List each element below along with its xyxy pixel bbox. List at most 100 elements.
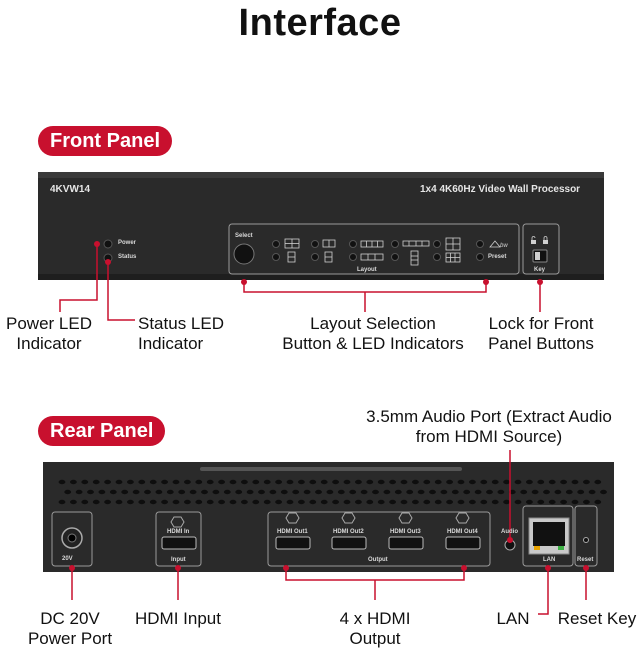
vent-hole: [520, 489, 528, 495]
model-name: 4KVW14: [50, 184, 91, 195]
dc-callout: DC 20V Power Port: [27, 609, 113, 648]
vent-hole: [229, 479, 237, 485]
vent-hole: [571, 499, 579, 505]
vent-hole: [548, 479, 556, 485]
vent-hole: [486, 489, 493, 495]
reset-label: Reset: [577, 557, 594, 563]
vent-hole: [155, 489, 163, 495]
vent-hole: [70, 499, 77, 505]
vent-hole: [195, 479, 203, 485]
vent-hole: [320, 499, 328, 505]
vent-hole: [235, 489, 243, 495]
vent-hole: [298, 479, 305, 485]
vent-hole: [355, 499, 362, 505]
vent-hole: [286, 499, 294, 505]
hdmi-out3-label: HDMI Out3: [390, 529, 421, 535]
vent-hole: [70, 479, 77, 485]
vent-hole: [537, 499, 545, 505]
layout-panel: [228, 223, 520, 275]
vent-hole: [144, 489, 151, 495]
hdmi-in-port: [161, 536, 197, 550]
vent-hole: [412, 479, 419, 485]
vent-hole: [594, 499, 602, 505]
vent-hole: [104, 499, 111, 505]
vent-hole: [480, 499, 488, 505]
vent-hole: [195, 499, 203, 505]
vent-hole: [383, 489, 391, 495]
reset-key-callout: Reset Key: [557, 609, 637, 628]
vent-hole: [469, 479, 476, 485]
vent-hole: [366, 479, 374, 485]
screw-icons: [285, 512, 470, 524]
vent-hole: [64, 489, 72, 495]
key-panel: [522, 223, 560, 275]
vent-hole: [263, 499, 271, 505]
vent-hole: [332, 499, 339, 505]
vent-hole: [406, 489, 414, 495]
vent-hole: [149, 499, 157, 505]
hdmi-out4-label: HDMI Out4: [447, 529, 478, 535]
lan-callout: LAN: [496, 609, 530, 628]
vent-hole: [280, 489, 288, 495]
vent-hole: [377, 499, 385, 505]
vent-hole: [360, 489, 368, 495]
vent-hole: [161, 479, 169, 485]
vent-hole: [514, 479, 522, 485]
vent-hole: [457, 479, 465, 485]
voltage-label: 20V: [62, 556, 73, 562]
vent-hole: [138, 479, 146, 485]
vent-hole: [400, 499, 408, 505]
vent-hole: [326, 489, 334, 495]
vent-hole: [75, 489, 83, 495]
svg-text:bw: bw: [500, 243, 508, 249]
vent-hole: [206, 479, 214, 485]
vent-hole: [446, 499, 453, 505]
select-label: Select: [235, 233, 253, 239]
vent-hole: [320, 479, 328, 485]
vent-hole: [87, 489, 94, 495]
preset-label: Preset: [488, 254, 507, 260]
vent-hole: [212, 489, 220, 495]
power-label: Power: [118, 240, 137, 246]
product-name: 1x4 4K60Hz Video Wall Processor: [420, 184, 581, 195]
vent-hole: [565, 489, 573, 495]
vent-hole: [389, 479, 396, 485]
vent-hole: [583, 479, 590, 485]
vent-hole: [138, 499, 146, 505]
front-panel-label: Front Panel: [38, 126, 173, 156]
vent-hole: [548, 499, 556, 505]
vent-hole: [218, 479, 226, 485]
vent-hole: [594, 479, 602, 485]
vent-hole: [263, 479, 271, 485]
vent-hole: [241, 499, 248, 505]
vent-hole: [337, 489, 345, 495]
vent-holes: [58, 479, 607, 505]
vent-hole: [218, 499, 226, 505]
vent-hole: [115, 499, 123, 505]
vent-hole: [189, 489, 197, 495]
vent-hole: [184, 479, 191, 485]
hdmi-out-ports: [275, 536, 481, 550]
rear-callout-lines: [71, 450, 587, 615]
vent-hole: [526, 479, 533, 485]
vent-hole: [423, 499, 431, 505]
vent-hole: [258, 489, 265, 495]
layout-label: Layout: [357, 267, 377, 273]
status-led-callout: Status LED Indicator: [138, 314, 224, 353]
lock-callout: Lock for Front Panel Buttons: [488, 314, 594, 353]
vent-hole: [503, 499, 510, 505]
vent-hole: [349, 489, 357, 495]
vent-hole: [571, 479, 579, 485]
vent-hole: [588, 489, 596, 495]
vent-hole: [161, 499, 169, 505]
vent-hole: [343, 499, 351, 505]
vent-hole: [58, 499, 66, 505]
vent-hole: [491, 499, 499, 505]
vent-hole: [178, 489, 186, 495]
vent-hole: [600, 489, 607, 495]
vent-hole: [480, 479, 488, 485]
vent-hole: [275, 499, 282, 505]
vent-hole: [332, 479, 339, 485]
layout-icons: [284, 237, 461, 266]
